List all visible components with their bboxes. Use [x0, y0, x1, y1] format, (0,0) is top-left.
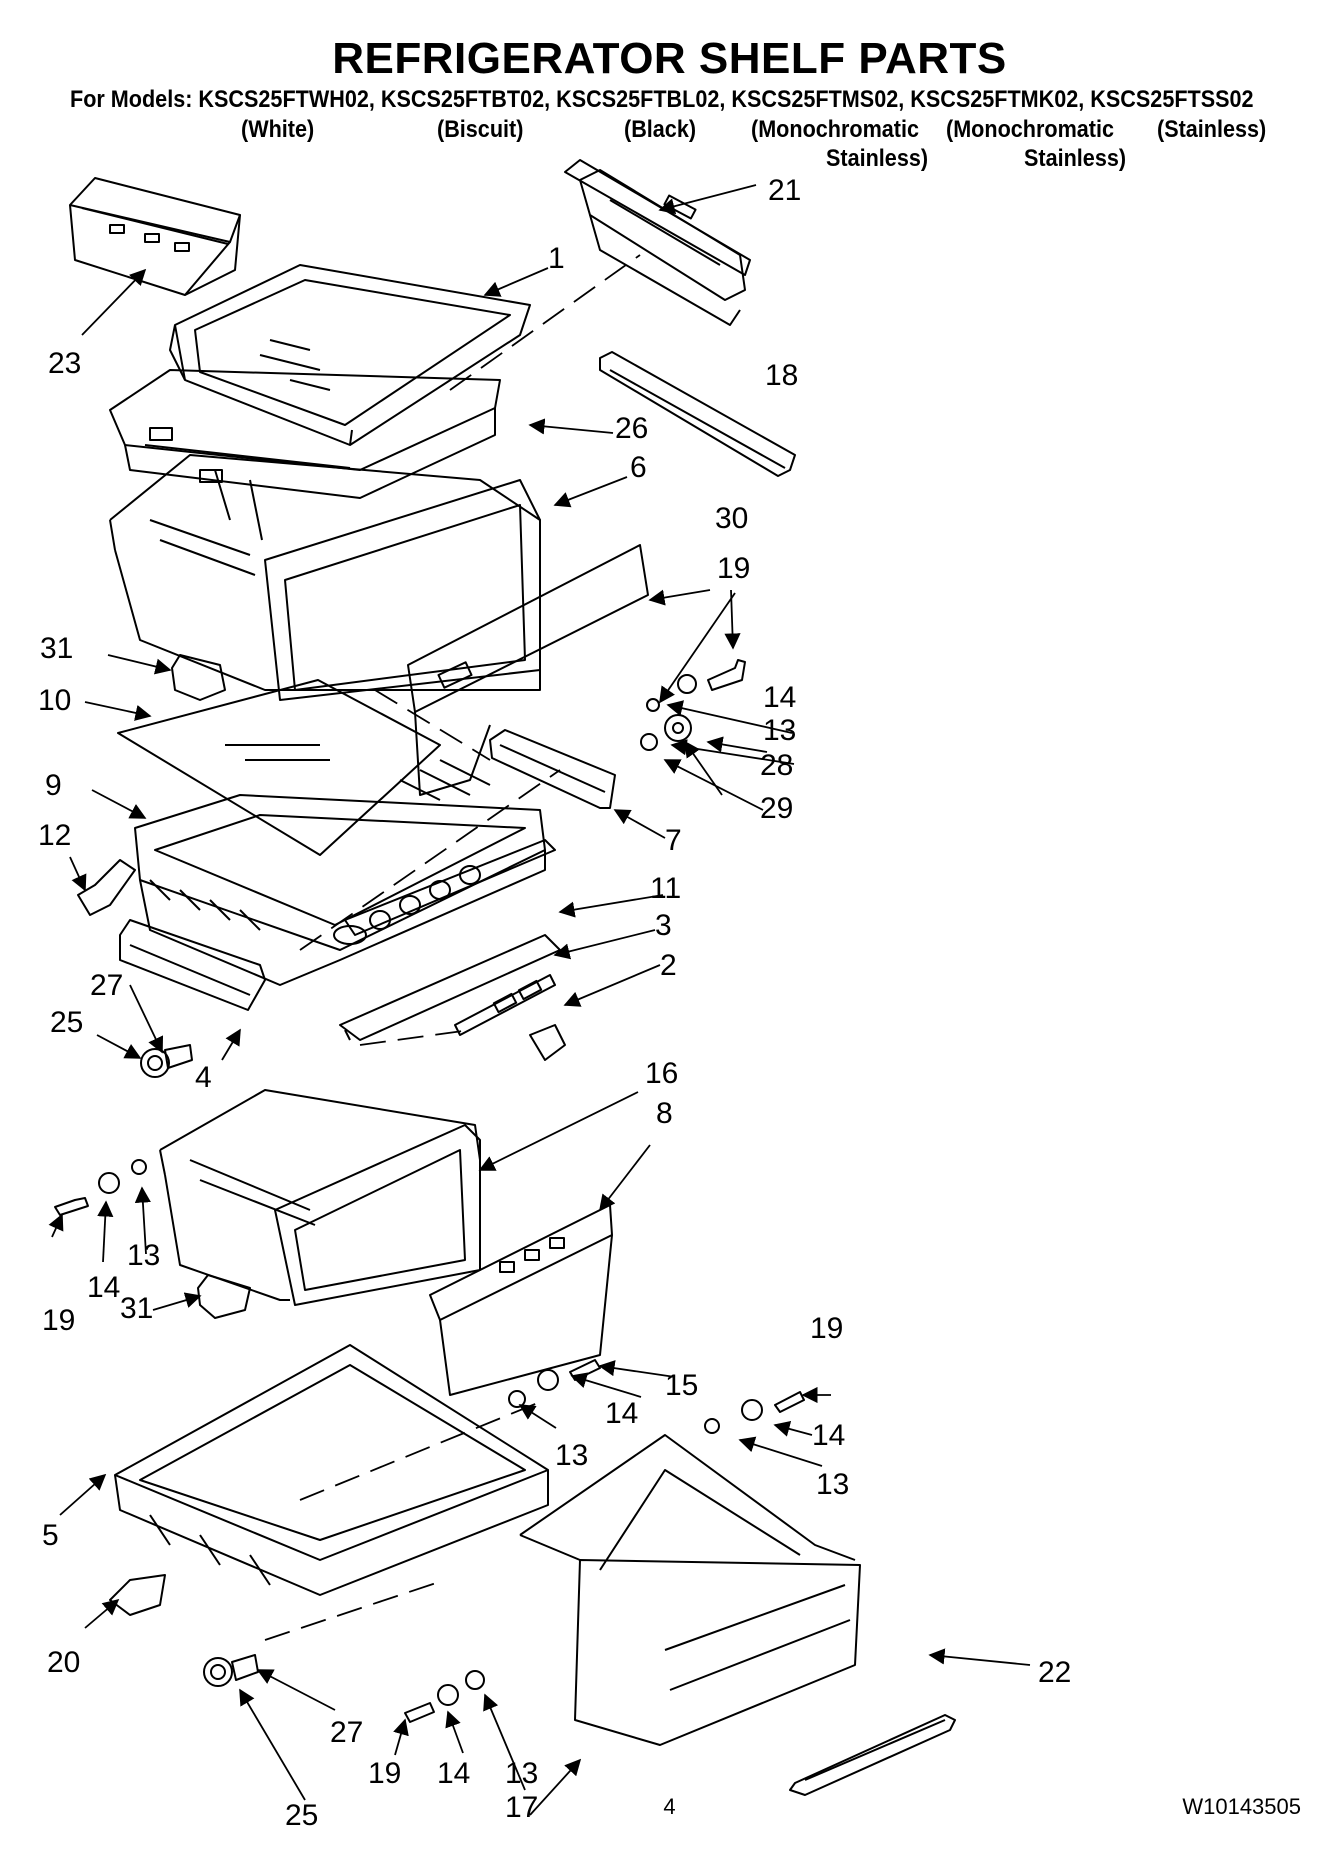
part-25-roller-lower: [203, 1657, 233, 1687]
finish-label: (Stainless): [1157, 116, 1267, 143]
part-16-lower-drawer: [159, 1089, 481, 1306]
models-line: For Models: KSCS25FTWH02, KSCS25FTBT02, …: [70, 86, 1254, 114]
finish-label: Stainless): [1024, 145, 1127, 172]
part-12-side-clip: [77, 859, 136, 916]
callout-31: 31: [40, 632, 73, 665]
part-23-small-bin: [69, 177, 241, 296]
part-5-bottom-shelf: [114, 1344, 549, 1596]
callout-8: 8: [656, 1097, 673, 1130]
callout-13: 13: [816, 1468, 849, 1501]
callout-26: 26: [615, 412, 648, 445]
finish-label: (Monochromatic: [946, 116, 1115, 143]
part-7-slide-rail: [489, 729, 616, 809]
part-17-bottom-pan: [519, 1434, 861, 1746]
callout-12: 12: [38, 819, 71, 852]
document-number: W10143505: [1182, 1794, 1301, 1819]
callout-19: 19: [810, 1312, 843, 1345]
part-21-rail-assembly: [564, 159, 751, 326]
part-31-clip-upper: [171, 654, 226, 701]
part-27-axle-lower: [231, 1654, 259, 1681]
part-20-cap: [109, 1574, 166, 1616]
callout-2: 2: [660, 949, 677, 982]
finish-label: (White): [241, 116, 315, 143]
callout-7: 7: [665, 824, 682, 857]
callout-5: 5: [42, 1519, 59, 1552]
callout-19: 19: [42, 1304, 75, 1337]
part-6-upper-drawer: [109, 454, 541, 701]
callout-22: 22: [1038, 1656, 1071, 1689]
callout-16: 16: [645, 1057, 678, 1090]
finish-label: (Black): [624, 116, 697, 143]
model-number: KSCS25FTWH02,: [198, 86, 375, 113]
part-11-control-rail: [344, 839, 556, 936]
part-18-rail: [599, 351, 796, 477]
callout-27: 27: [330, 1716, 363, 1749]
leader-lines: [48, 184, 1031, 1816]
callout-21: 21: [768, 174, 801, 207]
callout-20: 20: [47, 1646, 80, 1679]
part-30-drawer-cover: [407, 544, 649, 796]
alignment-lines: [264, 254, 641, 1641]
callout-14: 14: [812, 1419, 845, 1452]
callout-19: 19: [717, 552, 750, 585]
callout-27: 27: [90, 969, 123, 1002]
part-22-handle: [789, 1714, 956, 1796]
callout-14: 14: [437, 1757, 470, 1790]
callout-1: 1: [548, 242, 565, 275]
part-9-cover-frame: [134, 759, 546, 986]
callout-15: 15: [665, 1369, 698, 1402]
callout-13: 13: [763, 714, 796, 747]
callout-13: 13: [127, 1239, 160, 1272]
callout-31: 31: [120, 1292, 153, 1325]
page-title: REFRIGERATOR SHELF PARTS: [332, 34, 1007, 83]
model-number: KSCS25FTBL02,: [556, 86, 726, 113]
part-1-glass-shelf: [169, 264, 531, 446]
callout-9: 9: [45, 769, 62, 802]
callout-29: 29: [760, 792, 793, 825]
part-2-vent-slider: [454, 974, 566, 1061]
callout-14: 14: [87, 1271, 120, 1304]
model-number: KSCS25FTSS02: [1090, 86, 1254, 113]
model-number: KSCS25FTBT02,: [380, 86, 551, 113]
callout-10: 10: [38, 684, 71, 717]
callout-18: 18: [765, 359, 798, 392]
callout-13: 13: [555, 1439, 588, 1472]
callout-14: 14: [763, 681, 796, 714]
callout-4: 4: [195, 1061, 212, 1094]
finish-label: (Monochromatic: [751, 116, 920, 143]
callout-13: 13: [505, 1757, 538, 1790]
finish-label: Stainless): [826, 145, 929, 172]
callout-28: 28: [760, 749, 793, 782]
callout-25: 25: [285, 1799, 318, 1832]
callout-11: 11: [650, 872, 681, 905]
callout-17: 17: [505, 1791, 538, 1824]
callout-23: 23: [48, 347, 81, 380]
callout-6: 6: [630, 451, 647, 484]
callout-14: 14: [605, 1397, 638, 1430]
model-number: KSCS25FTMS02,: [731, 86, 905, 113]
page-number: 4: [663, 1794, 676, 1819]
finish-label: (Biscuit): [437, 116, 524, 143]
callout-25: 25: [50, 1006, 83, 1039]
part-10-glass-insert: [117, 679, 441, 856]
part-27-axle-upper: [164, 1044, 193, 1069]
callout-30: 30: [715, 502, 748, 535]
model-number: KSCS25FTMK02,: [910, 86, 1085, 113]
callout-3: 3: [655, 909, 672, 942]
part-8-drawer-cover: [429, 1204, 613, 1396]
part-4-front-strip: [119, 919, 266, 1011]
models-label: For Models:: [70, 86, 193, 113]
part-26-shelf-frame: [109, 369, 501, 499]
callout-19: 19: [368, 1757, 401, 1790]
